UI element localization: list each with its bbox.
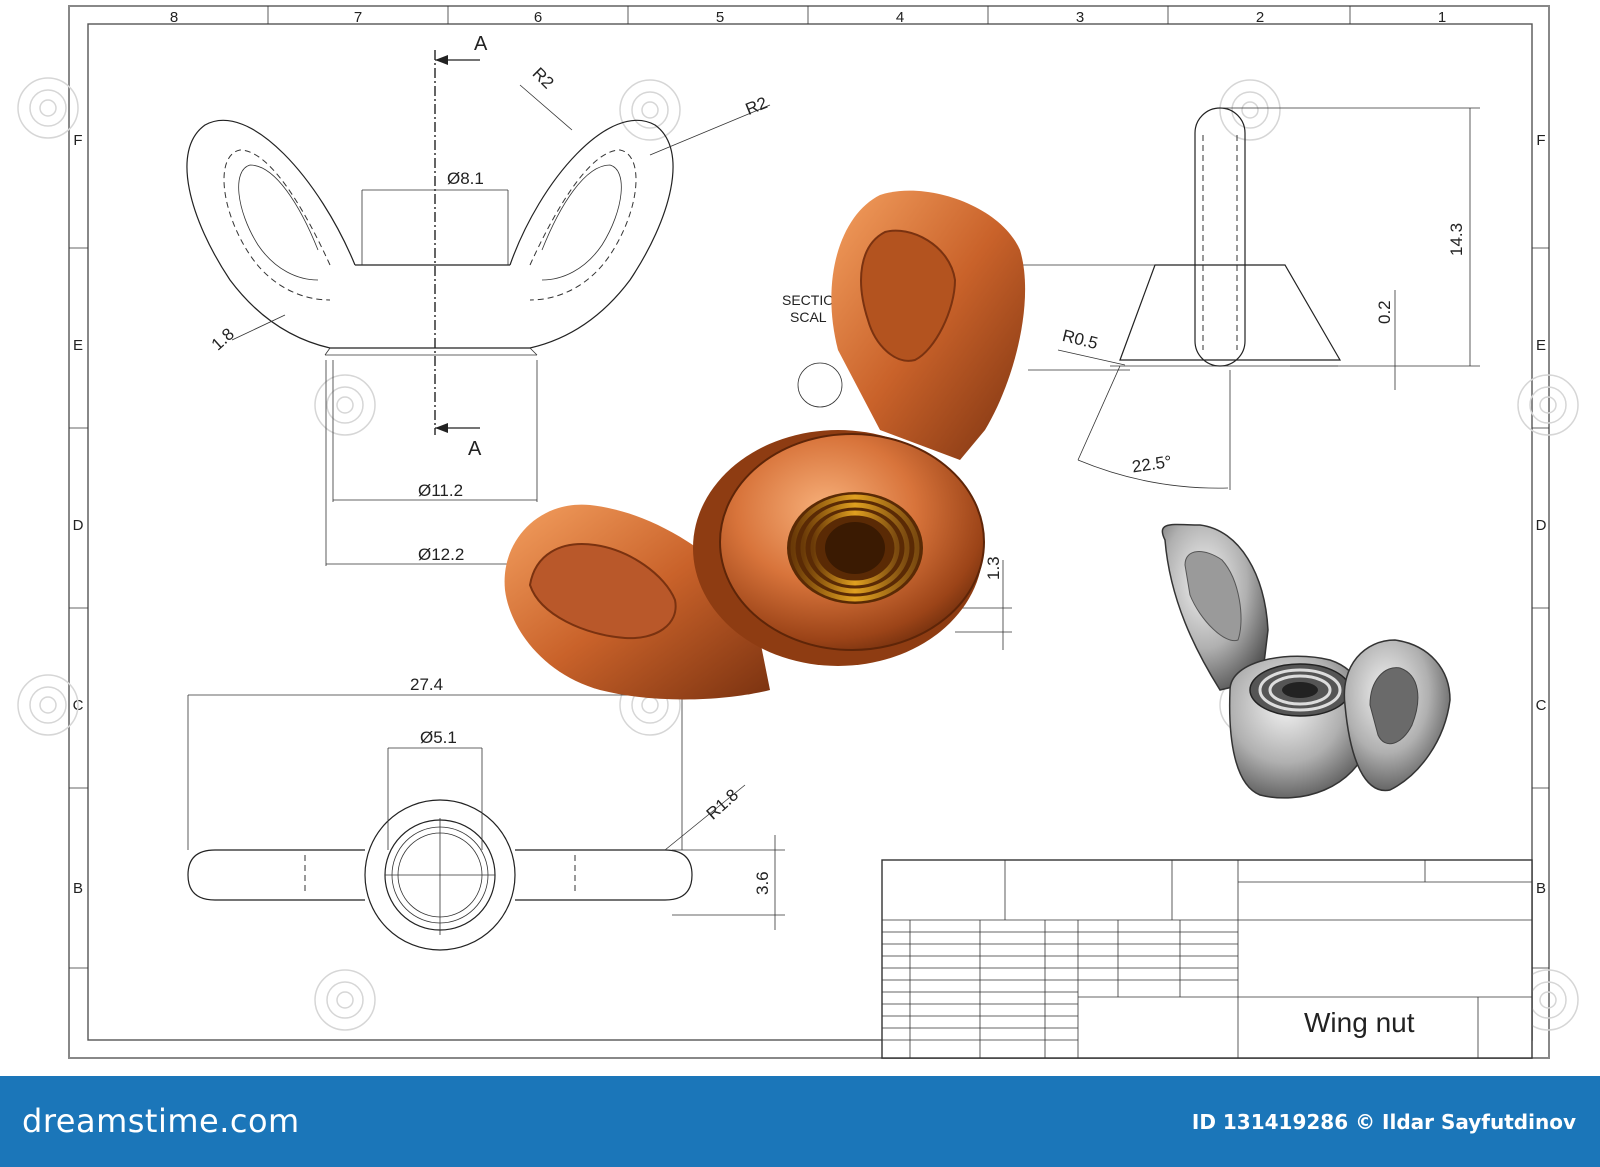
dim-diameter-8-1: Ø8.1 bbox=[447, 169, 484, 188]
zone-row-e-left: E bbox=[73, 337, 83, 354]
zone-row-f-right: F bbox=[1536, 132, 1545, 149]
zone-col-4: 4 bbox=[896, 9, 904, 26]
section-scale: SCAL bbox=[790, 309, 827, 325]
dim-diameter-5-1: Ø5.1 bbox=[420, 728, 457, 747]
dim-diameter-11-2: Ø11.2 bbox=[418, 481, 463, 500]
zone-col-8: 8 bbox=[170, 9, 178, 26]
front-view bbox=[186, 50, 771, 566]
footer-brand-logo: dreamstime.com bbox=[22, 1102, 300, 1140]
zone-row-d-left: D bbox=[73, 517, 84, 534]
zone-row-c-right: C bbox=[1536, 697, 1547, 714]
dim-height-1-3: 1.3 bbox=[984, 556, 1003, 580]
steel-wing-nut-render bbox=[1161, 523, 1451, 799]
title-block: Wing nut bbox=[881, 859, 1533, 1059]
dim-diameter-12-2: Ø12.2 bbox=[418, 545, 464, 564]
dim-1-3-lines bbox=[955, 560, 1012, 650]
zone-col-2: 2 bbox=[1256, 9, 1264, 26]
zone-row-b-right: B bbox=[1536, 880, 1546, 897]
dreamstime-footer-bar: dreamstime.com ID 131419286 © Ildar Sayf… bbox=[0, 1076, 1600, 1167]
dim-height-3-6: 3.6 bbox=[753, 871, 772, 895]
dim-height-0-2: 0.2 bbox=[1375, 300, 1394, 324]
zone-col-6: 6 bbox=[534, 9, 542, 26]
zone-row-e-right: E bbox=[1536, 337, 1546, 354]
title-block-title: Wing nut bbox=[1304, 1007, 1415, 1038]
dim-width-27-4: 27.4 bbox=[410, 675, 443, 694]
zone-col-5: 5 bbox=[716, 9, 724, 26]
top-view bbox=[187, 694, 785, 951]
footer-image-credit: ID 131419286 © Ildar Sayfutdinov bbox=[1191, 1110, 1576, 1134]
zone-col-7: 7 bbox=[354, 9, 362, 26]
side-view bbox=[797, 107, 1480, 490]
section-marker-bottom: A bbox=[468, 438, 482, 460]
zone-row-f-left: F bbox=[73, 132, 82, 149]
zone-col-1: 1 bbox=[1438, 9, 1446, 26]
section-marker-top: A bbox=[474, 33, 488, 55]
copper-wing-nut-render bbox=[504, 190, 1026, 700]
zone-row-b-left: B bbox=[73, 880, 83, 897]
section-title: SECTIO bbox=[782, 292, 834, 308]
dim-height-14-3: 14.3 bbox=[1447, 223, 1466, 256]
technical-drawing-sheet: 8 7 6 5 4 3 2 1 F E D C B F E D C B bbox=[17, 5, 1579, 1059]
zone-col-3: 3 bbox=[1076, 9, 1084, 26]
zone-row-d-right: D bbox=[1536, 517, 1547, 534]
